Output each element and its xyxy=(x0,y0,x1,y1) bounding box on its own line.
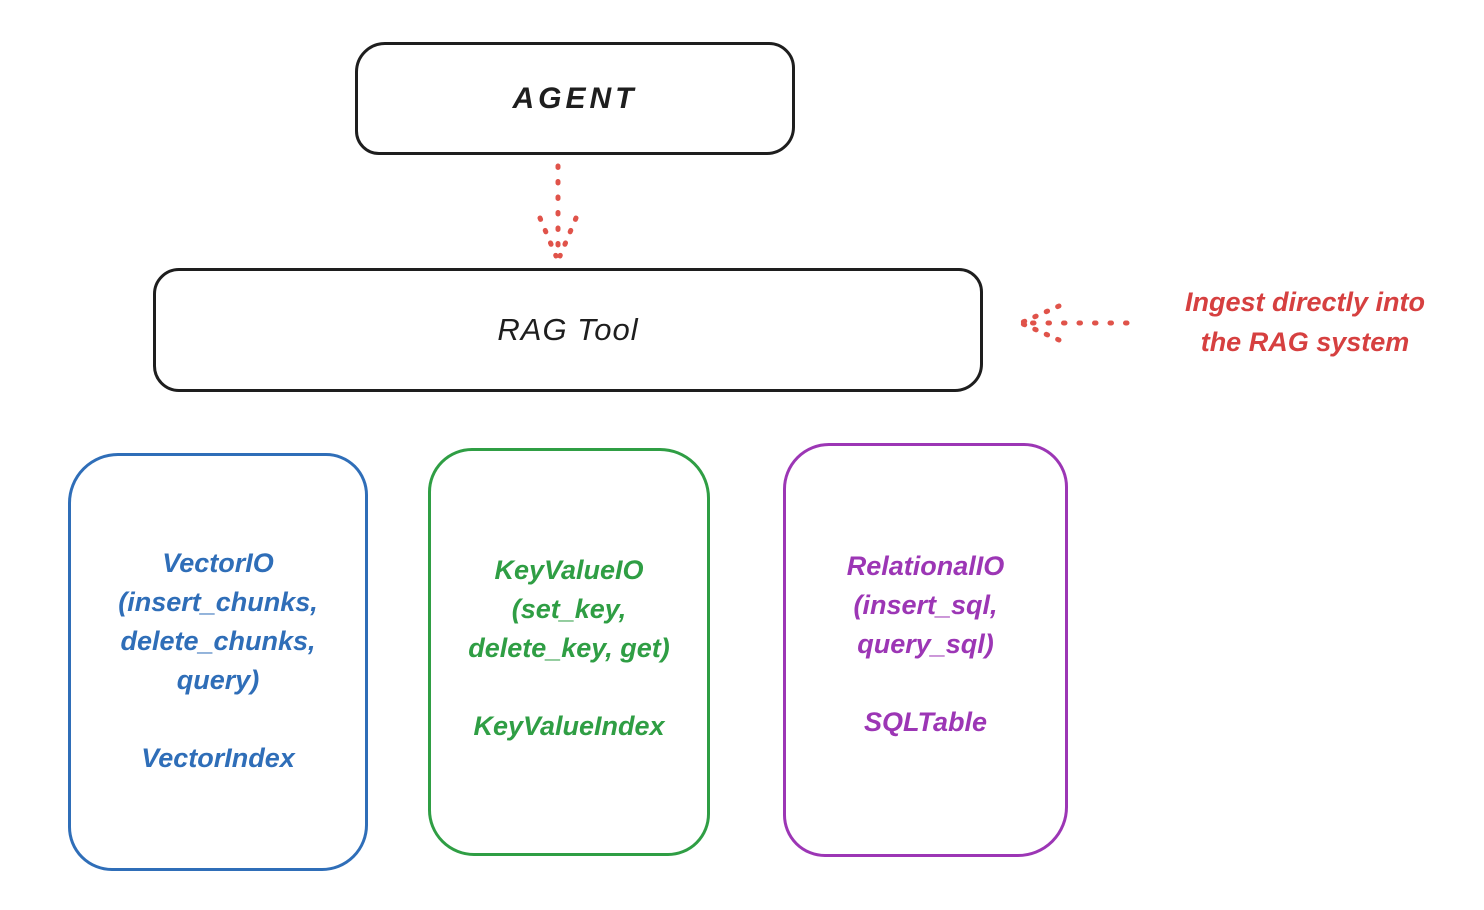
blank-line xyxy=(431,668,707,707)
agent-box: AGENT xyxy=(355,42,795,155)
box-text-line: RelationalIO xyxy=(846,551,1005,581)
rag-tool-box-label: RAG Tool xyxy=(497,312,639,347)
box-text-line: (insert_chunks, xyxy=(118,587,318,617)
keyvalue-io-box: KeyValueIO (set_key, delete_key, get) Ke… xyxy=(428,448,710,856)
box-text-line: delete_key, get) xyxy=(468,633,670,663)
annotation-arrow xyxy=(1020,303,1130,343)
box-text-line: (insert_sql, xyxy=(853,590,998,620)
annotation-line: Ingest directly into xyxy=(1184,287,1426,317)
annotation-text: Ingest directly into the RAG system xyxy=(1135,282,1475,362)
index-label: SQLTable xyxy=(863,707,988,737)
blank-line xyxy=(786,664,1065,703)
box-text-line: (set_key, xyxy=(511,594,627,624)
agent-to-rag-arrow xyxy=(537,163,579,259)
rag-tool-box: RAG Tool xyxy=(153,268,983,392)
index-label: VectorIndex xyxy=(141,743,295,773)
box-text-line: delete_chunks, xyxy=(120,626,316,656)
box-text-line: VectorIO xyxy=(162,548,274,578)
agent-box-label: AGENT xyxy=(512,81,638,115)
box-text-line: query) xyxy=(176,665,260,695)
box-text-line: query_sql) xyxy=(857,629,994,659)
index-label: KeyValueIndex xyxy=(473,711,665,741)
relational-io-box: RelationalIO (insert_sql, query_sql) SQL… xyxy=(783,443,1068,857)
annotation-line: the RAG system xyxy=(1200,327,1410,357)
blank-line xyxy=(71,700,365,739)
box-text-line: KeyValueIO xyxy=(494,555,644,585)
vector-io-box: VectorIO (insert_chunks, delete_chunks, … xyxy=(68,453,368,871)
